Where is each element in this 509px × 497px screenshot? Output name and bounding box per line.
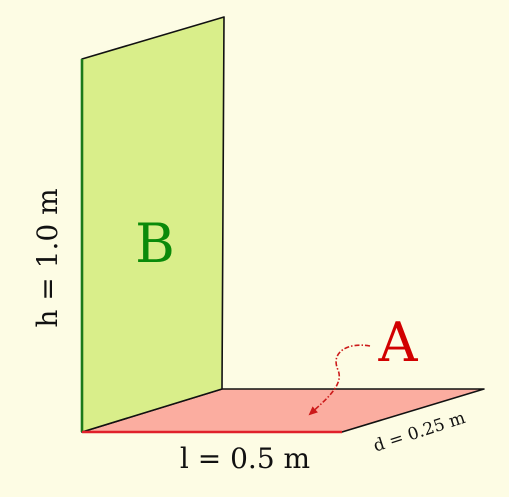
surface-a-pointer-arrow: [308, 344, 371, 416]
surface-a-label: A: [378, 311, 419, 374]
length-label: l = 0.5 m: [180, 442, 310, 475]
surface-b-label: B: [135, 212, 175, 275]
height-label: h = 1.0 m: [31, 188, 64, 327]
